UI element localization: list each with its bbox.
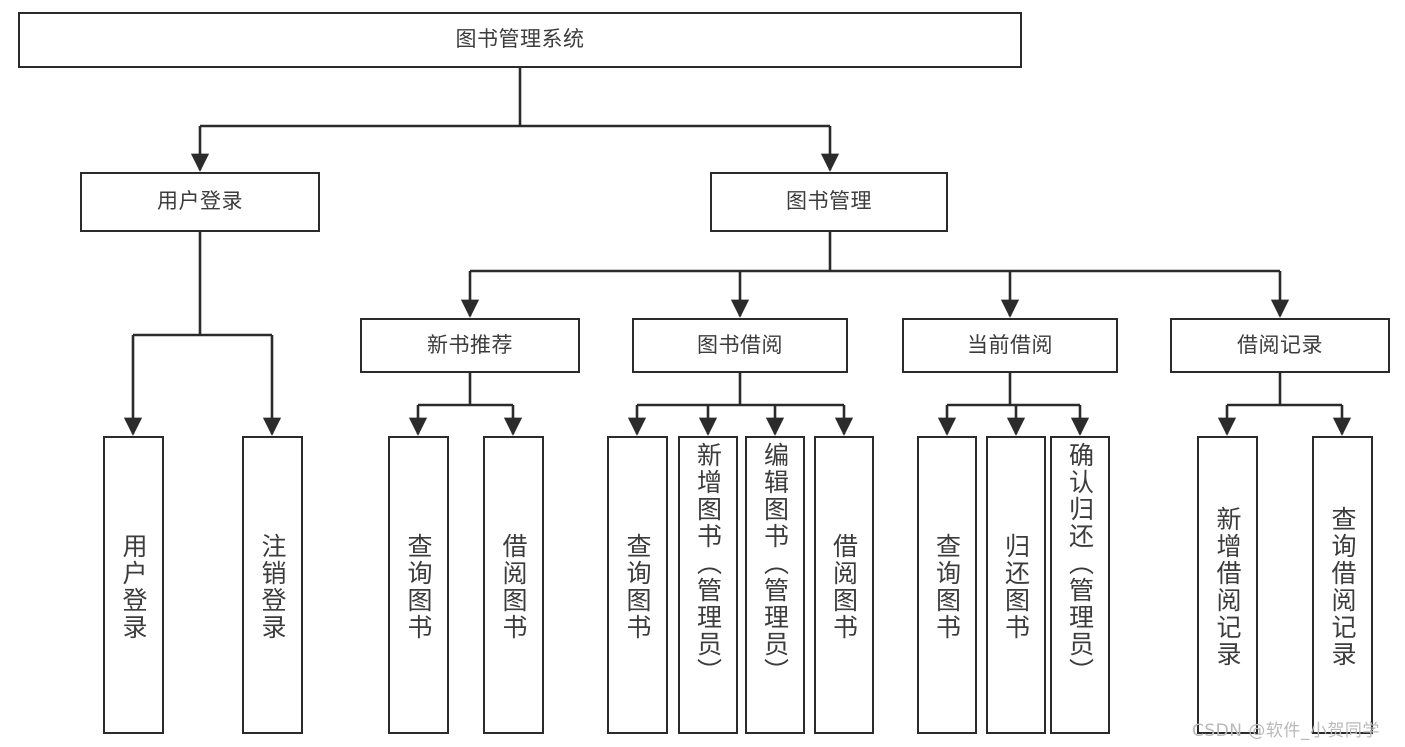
node-book-borrow[interactable]: 图书借阅 (632, 318, 848, 373)
node-leaf-add-borrow-record[interactable]: 新增借阅记录 (1197, 436, 1258, 734)
node-leaf-query-book-borrow-label: 查询图书 (623, 533, 652, 641)
node-leaf-edit-book-admin[interactable]: 编辑图书（管理员） (745, 436, 805, 734)
node-current-borrow[interactable]: 当前借阅 (902, 318, 1118, 373)
node-leaf-borrow-book-rec-label: 借阅图书 (499, 533, 528, 641)
node-book-manage-label: 图书管理 (786, 189, 872, 214)
node-leaf-query-book-rec[interactable]: 查询图书 (388, 436, 449, 734)
node-leaf-user-login-label: 用户登录 (119, 533, 148, 641)
node-leaf-add-book-admin[interactable]: 新增图书（管理员） (678, 436, 738, 734)
node-leaf-add-book-admin-label: 新增图书（管理员） (693, 442, 723, 685)
node-leaf-edit-book-admin-label: 编辑图书（管理员） (760, 442, 790, 685)
node-leaf-return-book[interactable]: 归还图书 (986, 436, 1046, 734)
node-leaf-query-borrow-record-label: 查询借阅记录 (1328, 506, 1357, 668)
node-user-login-label: 用户登录 (157, 189, 243, 214)
node-borrow-record[interactable]: 借阅记录 (1170, 318, 1390, 373)
node-leaf-confirm-return-admin-label: 确认归还（管理员） (1065, 442, 1095, 685)
node-leaf-query-book-borrow[interactable]: 查询图书 (607, 436, 668, 734)
node-borrow-record-label: 借阅记录 (1237, 332, 1323, 357)
node-leaf-add-borrow-record-label: 新增借阅记录 (1213, 506, 1242, 668)
node-new-book-recommend[interactable]: 新书推荐 (360, 318, 580, 373)
node-leaf-query-book-current[interactable]: 查询图书 (917, 436, 977, 734)
node-leaf-logout-login-label: 注销登录 (258, 533, 287, 641)
node-leaf-query-borrow-record[interactable]: 查询借阅记录 (1312, 436, 1373, 734)
node-new-book-recommend-label: 新书推荐 (427, 332, 513, 357)
node-leaf-borrow-book-label: 借阅图书 (829, 533, 859, 641)
csdn-watermark: CSDN @软件_小贺同学 (1192, 721, 1380, 741)
node-root[interactable]: 图书管理系统 (18, 12, 1022, 68)
node-leaf-user-login[interactable]: 用户登录 (103, 436, 164, 734)
node-user-login[interactable]: 用户登录 (80, 172, 320, 232)
node-current-borrow-label: 当前借阅 (967, 332, 1053, 357)
node-leaf-borrow-book[interactable]: 借阅图书 (814, 436, 874, 734)
node-leaf-borrow-book-rec[interactable]: 借阅图书 (483, 436, 544, 734)
node-leaf-query-book-current-label: 查询图书 (932, 533, 962, 641)
node-root-label: 图书管理系统 (455, 27, 585, 52)
node-leaf-return-book-label: 归还图书 (1001, 533, 1031, 641)
node-book-borrow-label: 图书借阅 (697, 332, 783, 357)
node-leaf-query-book-rec-label: 查询图书 (404, 533, 433, 641)
node-leaf-confirm-return-admin[interactable]: 确认归还（管理员） (1050, 436, 1110, 734)
node-leaf-logout-login[interactable]: 注销登录 (242, 436, 303, 734)
node-book-manage[interactable]: 图书管理 (710, 172, 948, 232)
